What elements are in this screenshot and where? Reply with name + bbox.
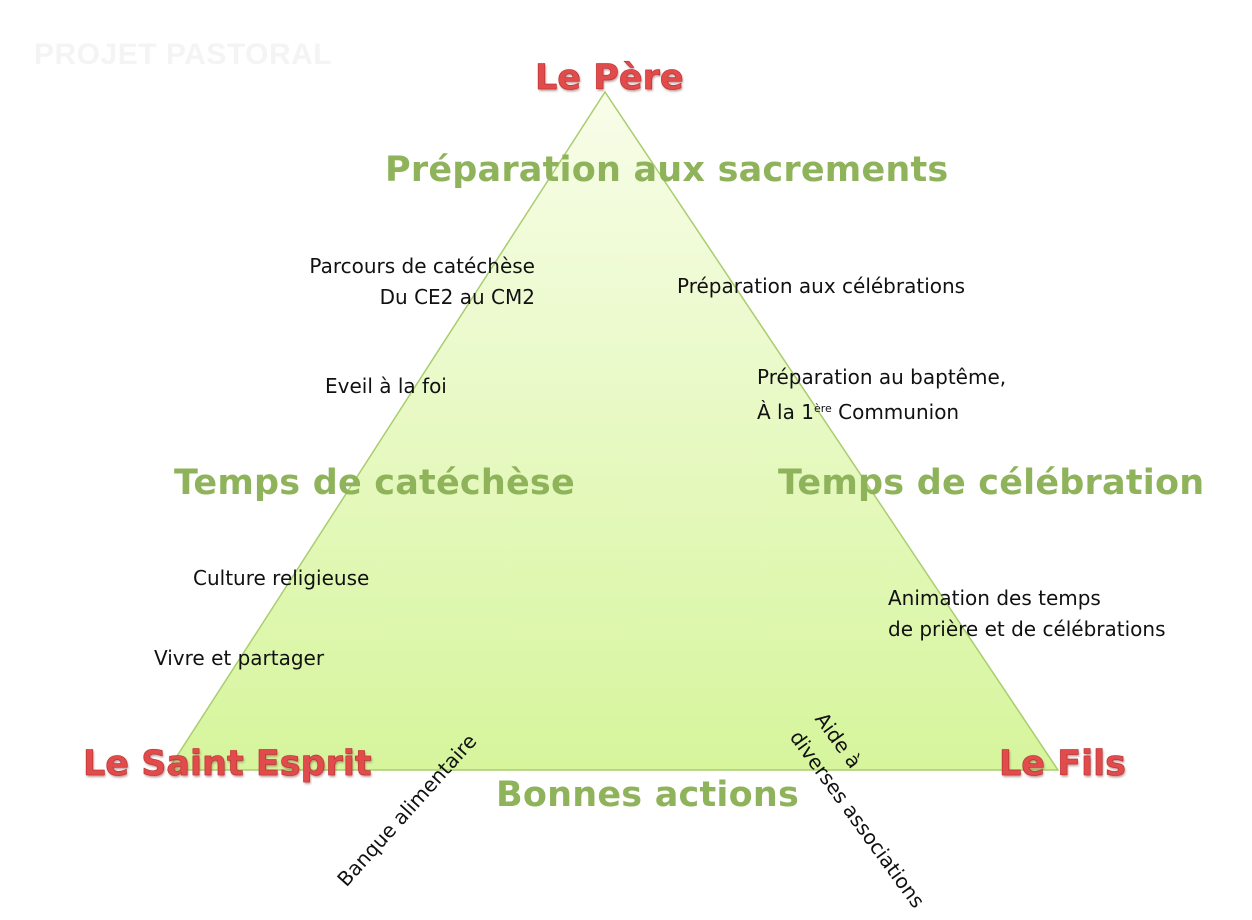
item-animation-line2: de prière et de célébrations bbox=[888, 617, 1166, 641]
item-parcours-catechese: Parcours de catéchèse Du CE2 au CM2 bbox=[300, 251, 535, 313]
item-animation-line1: Animation des temps bbox=[888, 586, 1101, 610]
item-parcours-line2: Du CE2 au CM2 bbox=[379, 285, 535, 309]
communion-ordinal: ère bbox=[813, 402, 832, 415]
item-bapteme-line: Préparation au baptême, bbox=[757, 365, 1007, 389]
item-vivre-partager: Vivre et partager bbox=[154, 646, 325, 670]
communion-prefix: À la 1 bbox=[757, 400, 814, 424]
item-parcours-line1: Parcours de catéchèse bbox=[309, 254, 535, 278]
heading-bonnes-actions: Bonnes actions bbox=[496, 775, 800, 815]
vertex-le-fils: Le Fils bbox=[999, 744, 1127, 785]
watermark-title: PROJET PASTORAL bbox=[34, 38, 333, 71]
heading-temps-catechese: Temps de catéchèse bbox=[174, 463, 575, 503]
item-eveil-foi: Eveil à la foi bbox=[325, 374, 447, 398]
item-preparation-bapteme: Préparation au baptême, À la 1ère Commun… bbox=[757, 362, 1006, 428]
vertex-le-pere: Le Père bbox=[535, 58, 684, 99]
item-communion-line: À la 1ère Communion bbox=[757, 393, 1006, 428]
communion-suffix: Communion bbox=[831, 400, 960, 424]
vertex-le-saint-esprit: Le Saint Esprit bbox=[83, 744, 372, 785]
heading-temps-celebration: Temps de célébration bbox=[778, 463, 1205, 503]
triangle-shape bbox=[166, 90, 1060, 771]
item-animation-priere: Animation des temps de prière et de célé… bbox=[888, 583, 1166, 645]
item-preparation-celebrations: Préparation aux célébrations bbox=[677, 274, 966, 298]
item-culture-religieuse: Culture religieuse bbox=[193, 566, 370, 590]
heading-preparation-sacrements: Préparation aux sacrements bbox=[385, 150, 949, 190]
